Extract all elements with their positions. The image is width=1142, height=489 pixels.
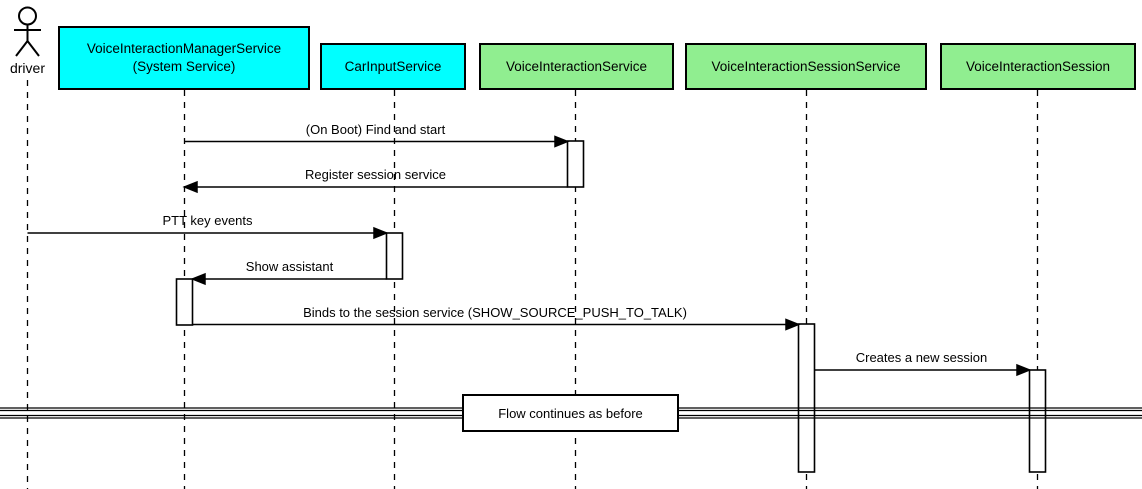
message-label-register-session-service: Register session service — [305, 167, 446, 182]
participant-voiceinteractionsession: VoiceInteractionSession — [940, 43, 1136, 90]
arrow-register-session-service — [182, 180, 568, 194]
activation-bars — [175, 140, 1047, 473]
message-label-ptt-key-events: PTT key events — [162, 213, 253, 228]
activation-voiceinteractionservice — [566, 140, 585, 188]
arrow-creates-a-new-session — [814, 363, 1032, 377]
arrow-binds-to-session-service — [192, 318, 801, 331]
participant-voiceinteractionservice: VoiceInteractionService — [479, 43, 674, 90]
message-label-binds-to-session-service: Binds to the session service (SHOW_SOURC… — [303, 305, 687, 320]
lifelines — [26, 80, 1039, 489]
message-label-show-assistant: Show assistant — [245, 259, 334, 274]
actor-label-driver: driver — [9, 60, 45, 76]
message-label-on-boot-find-and-start: (On Boot) Find and start — [305, 122, 446, 137]
arrow-ptt-key-events — [27, 226, 389, 240]
activation-carinputservice — [385, 232, 404, 280]
message-arrows — [27, 135, 1032, 377]
arrow-on-boot-find-and-start — [184, 135, 570, 148]
participant-voiceinteractionsessionservice: VoiceInteractionSessionService — [685, 43, 927, 90]
message-label-creates-a-new-session: Creates a new session — [855, 350, 988, 365]
arrow-show-assistant — [190, 272, 387, 286]
activation-voiceinteractionmanagerservice — [175, 278, 194, 326]
activation-voiceinteractionsessionservice — [797, 323, 816, 473]
divider-label-box: Flow continues as before — [462, 394, 679, 432]
activation-voiceinteractionsession — [1028, 369, 1047, 473]
participant-voiceinteractionmanagerservice: VoiceInteractionManagerService (System S… — [58, 26, 310, 90]
participant-carinputservice: CarInputService — [320, 43, 466, 90]
actor-figure-icon — [14, 6, 41, 57]
